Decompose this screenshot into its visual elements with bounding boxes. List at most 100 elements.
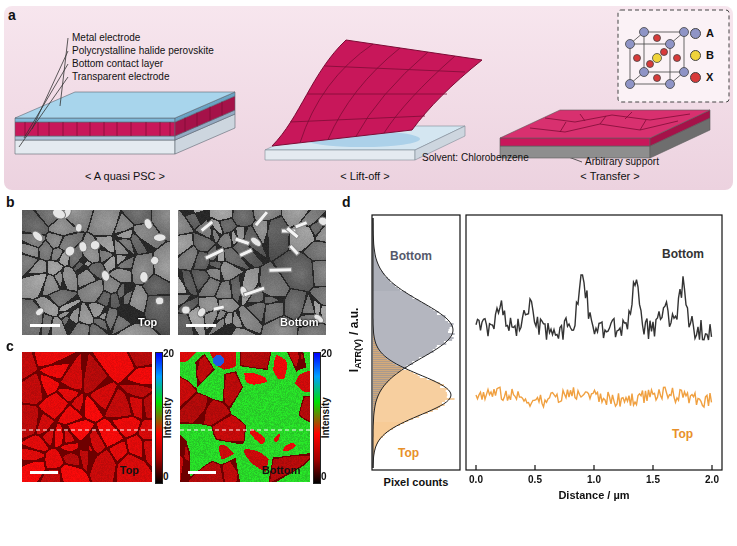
perovskite-unit-cell	[666, 80, 675, 89]
histogram-bar	[373, 370, 410, 371]
histogram-bar	[373, 299, 419, 300]
colorbar-value: 0	[163, 471, 169, 483]
histogram-bar	[373, 277, 388, 278]
legend-row: A	[690, 26, 714, 39]
step-caption: < Lift-off >	[340, 170, 389, 183]
histogram-bar	[373, 414, 420, 415]
legend-text: A	[706, 27, 714, 39]
psc-device	[15, 136, 175, 140]
legend-text: B	[706, 49, 714, 61]
psc-device	[15, 140, 175, 154]
layer-label: Bottom contact layer	[72, 58, 163, 70]
legend-row: X	[690, 70, 713, 83]
leader-line	[19, 77, 68, 147]
histogram-bar	[373, 379, 389, 380]
step-caption: < A quasi PSC >	[85, 170, 165, 183]
intensity-map	[22, 352, 152, 482]
perovskite-unit-cell	[626, 80, 635, 89]
panel-a-ground	[4, 6, 733, 190]
histogram-bar	[373, 418, 413, 419]
histogram-bar	[373, 376, 420, 377]
psc-device	[15, 92, 235, 154]
legend-text: X	[706, 71, 713, 83]
plot-frame	[372, 215, 460, 470]
histogram-bar	[373, 404, 445, 405]
histogram-bar	[373, 333, 455, 334]
histogram-bar	[373, 368, 403, 369]
histogram-bar	[373, 319, 445, 320]
histogram-bar	[373, 267, 380, 268]
leader-line	[24, 64, 68, 138]
histogram-bar	[373, 339, 452, 340]
histogram-bar	[373, 367, 407, 368]
histogram-bar	[373, 358, 387, 359]
histogram-bar	[373, 375, 394, 376]
histogram-bar	[373, 400, 445, 401]
leader-line	[32, 51, 68, 129]
histogram-bar	[373, 342, 375, 343]
plot-frame	[372, 215, 722, 470]
histogram-bar	[373, 393, 379, 394]
histogram-bar	[373, 359, 418, 360]
perovskite-unit-cell	[666, 40, 675, 49]
axis-title-part: / a.u.	[347, 308, 361, 335]
histogram-bar	[373, 287, 398, 288]
perovskite-unit-cell	[654, 75, 661, 82]
histogram-bar	[373, 387, 382, 388]
histogram-bar	[373, 412, 428, 413]
leader-line	[60, 38, 68, 106]
profile-plot	[373, 218, 712, 468]
histogram-bar	[373, 426, 395, 427]
perovskite-unit-cell	[630, 32, 684, 84]
histogram-bar	[373, 406, 440, 407]
series-label: Top	[672, 428, 693, 442]
axis-title: Pixel counts	[384, 476, 449, 489]
leader-line	[19, 38, 582, 162]
histogram-bar	[373, 295, 412, 296]
histogram-bar	[373, 398, 455, 399]
gaussian-fit	[373, 218, 453, 468]
perovskite-unit-cell	[647, 61, 654, 68]
histogram-bar	[373, 343, 446, 344]
tick-label: 1.0	[587, 474, 601, 486]
lift-off-substrate	[265, 150, 415, 160]
histogram-bar	[373, 301, 421, 302]
perovskite-unit-cell	[654, 35, 661, 42]
histogram-bar	[373, 291, 406, 292]
histogram-bar	[373, 311, 439, 312]
image-label: Bottom	[280, 316, 319, 329]
peeling-film	[272, 40, 482, 146]
histogram-bar	[373, 410, 433, 411]
histogram-bar	[373, 275, 385, 276]
histogram-bar	[373, 373, 396, 374]
histogram-bar	[373, 329, 449, 330]
histogram-bar	[373, 430, 389, 431]
histogram-bar	[373, 265, 379, 266]
perovskite-unit-cell	[626, 40, 635, 49]
histogram-bar	[373, 395, 378, 396]
colorbar-value: 20	[163, 348, 174, 360]
histogram-bar	[373, 327, 450, 328]
histogram-bar	[373, 371, 399, 372]
perovskite-unit-cell	[640, 28, 649, 37]
histogram-bar	[373, 347, 436, 348]
layer-label: Polycrystalline halide perovskite	[72, 45, 214, 57]
histogram-bar	[373, 391, 380, 392]
histogram-bar	[373, 331, 448, 332]
histogram-bar	[373, 392, 447, 393]
histogram-bar	[373, 281, 390, 282]
histogram-bar	[373, 313, 437, 314]
gaussian-fit	[373, 218, 451, 468]
histogram-bar	[373, 285, 395, 286]
histogram-bar	[373, 372, 414, 373]
transferred-film	[500, 138, 650, 146]
perovskite-unit-cell	[680, 28, 689, 37]
histogram-bar	[373, 351, 434, 352]
histogram-bar	[373, 353, 429, 354]
histogram-bar	[373, 394, 447, 395]
axis-title: Distance / µm	[558, 489, 629, 502]
histogram-bar	[373, 396, 447, 397]
histogram-bar	[373, 271, 383, 272]
axis-subscript: ATR(V)	[354, 339, 364, 369]
histogram-bar	[373, 369, 401, 370]
